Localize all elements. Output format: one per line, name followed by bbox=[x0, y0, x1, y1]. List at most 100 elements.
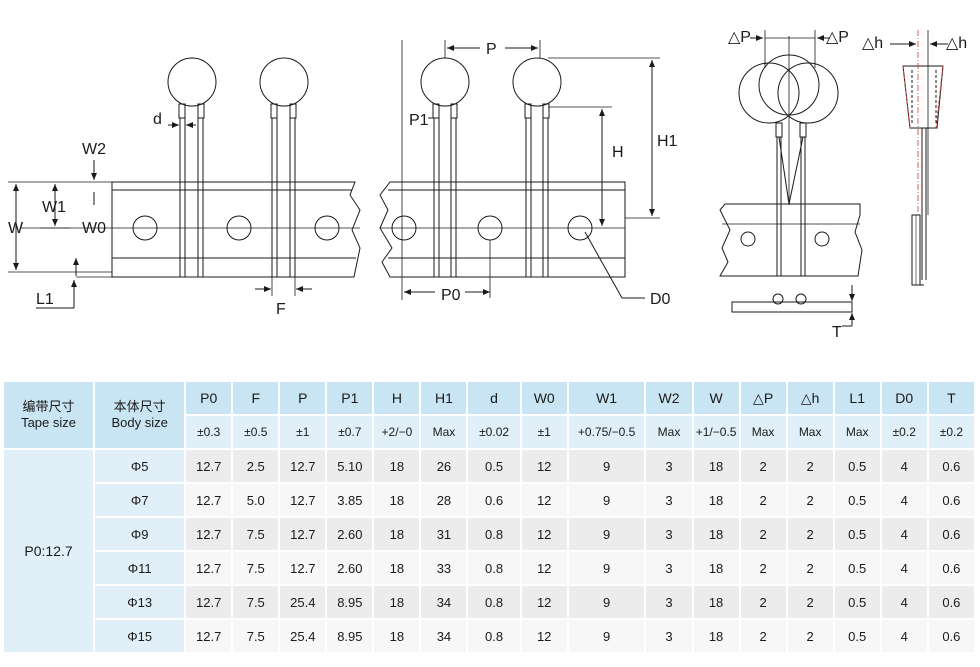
value-cell: 12 bbox=[521, 450, 567, 482]
value-cell: 5.10 bbox=[327, 450, 373, 482]
tape-dimension-diagram: d W2 W1 W W0 L1 F P P1 H H1 P0 D0 △P △P … bbox=[8, 29, 967, 341]
tape-spec-table: 编带尺寸 Tape size 本体尺寸 Body size P0 F P P1 … bbox=[2, 380, 976, 654]
value-cell: 0.8 bbox=[468, 518, 520, 550]
value-cell: 33 bbox=[421, 552, 467, 584]
value-cell: 0.6 bbox=[468, 484, 520, 516]
param-header: H1 bbox=[421, 382, 467, 414]
tolerance-cell: ±1 bbox=[521, 416, 567, 448]
param-header: △P bbox=[740, 382, 786, 414]
tolerance-cell: ±0.5 bbox=[233, 416, 279, 448]
param-header: W bbox=[693, 382, 739, 414]
body-size-cell: Φ7 bbox=[95, 484, 185, 516]
value-cell: 0.5 bbox=[834, 484, 880, 516]
value-cell: 2.60 bbox=[327, 518, 373, 550]
body-size-en: Body size bbox=[111, 415, 168, 430]
value-cell: 2 bbox=[787, 552, 833, 584]
value-cell: 2 bbox=[787, 518, 833, 550]
value-cell: 12 bbox=[521, 552, 567, 584]
value-cell: 12.7 bbox=[186, 586, 232, 618]
tolerance-cell: Max bbox=[740, 416, 786, 448]
label-deltaP-left: △P bbox=[728, 29, 751, 46]
body-size-cell: Φ9 bbox=[95, 518, 185, 550]
value-cell: 12.7 bbox=[186, 450, 232, 482]
value-cell: 0.6 bbox=[928, 484, 974, 516]
value-cell: 2 bbox=[787, 450, 833, 482]
label-H1: H1 bbox=[657, 133, 678, 150]
tape-size-en: Tape size bbox=[21, 415, 76, 430]
tolerance-cell: +0.75/−0.5 bbox=[568, 416, 645, 448]
value-cell: 12.7 bbox=[186, 552, 232, 584]
tolerance-cell: Max bbox=[646, 416, 692, 448]
value-cell: 0.6 bbox=[928, 450, 974, 482]
middle-tape-view bbox=[379, 40, 660, 300]
value-cell: 25.4 bbox=[280, 586, 326, 618]
value-cell: 31 bbox=[421, 518, 467, 550]
param-header: D0 bbox=[881, 382, 927, 414]
label-T: T bbox=[832, 324, 842, 341]
value-cell: 12.7 bbox=[280, 484, 326, 516]
value-cell: 0.6 bbox=[928, 620, 974, 652]
offset-view bbox=[719, 30, 863, 327]
value-cell: 34 bbox=[421, 620, 467, 652]
tolerance-cell: ±0.3 bbox=[186, 416, 232, 448]
label-W0: W0 bbox=[82, 220, 106, 237]
label-P: P bbox=[486, 41, 497, 58]
tolerance-cell: Max bbox=[787, 416, 833, 448]
tolerance-cell: ±0.02 bbox=[468, 416, 520, 448]
value-cell: 18 bbox=[693, 620, 739, 652]
value-cell: 2 bbox=[740, 552, 786, 584]
value-cell: 34 bbox=[421, 586, 467, 618]
value-cell: 18 bbox=[693, 484, 739, 516]
value-cell: 2 bbox=[787, 620, 833, 652]
value-cell: 3 bbox=[646, 586, 692, 618]
value-cell: 25.4 bbox=[280, 620, 326, 652]
value-cell: 0.5 bbox=[834, 552, 880, 584]
label-W2: W2 bbox=[82, 141, 106, 158]
value-cell: 18 bbox=[374, 552, 420, 584]
param-header: P bbox=[280, 382, 326, 414]
value-cell: 2 bbox=[740, 518, 786, 550]
body-size-cell: Φ15 bbox=[95, 620, 185, 652]
label-W1: W1 bbox=[42, 199, 66, 216]
value-cell: 18 bbox=[374, 484, 420, 516]
value-cell: 0.6 bbox=[928, 552, 974, 584]
value-cell: 12.7 bbox=[280, 518, 326, 550]
param-header: W0 bbox=[521, 382, 567, 414]
value-cell: 8.95 bbox=[327, 586, 373, 618]
value-cell: 0.5 bbox=[468, 450, 520, 482]
param-header: △h bbox=[787, 382, 833, 414]
value-cell: 0.6 bbox=[928, 586, 974, 618]
tape-size-cn: 编带尺寸 bbox=[22, 399, 75, 414]
value-cell: 4 bbox=[881, 620, 927, 652]
param-header: d bbox=[468, 382, 520, 414]
tolerance-cell: ±0.2 bbox=[881, 416, 927, 448]
value-cell: 4 bbox=[881, 586, 927, 618]
value-cell: 8.95 bbox=[327, 620, 373, 652]
value-cell: 3 bbox=[646, 518, 692, 550]
value-cell: 7.5 bbox=[233, 620, 279, 652]
value-cell: 9 bbox=[568, 586, 645, 618]
value-cell: 0.5 bbox=[834, 518, 880, 550]
value-cell: 12.7 bbox=[186, 620, 232, 652]
value-cell: 12 bbox=[521, 620, 567, 652]
body-size-cell: Φ13 bbox=[95, 586, 185, 618]
value-cell: 9 bbox=[568, 552, 645, 584]
label-d: d bbox=[153, 111, 162, 128]
value-cell: 12.7 bbox=[280, 552, 326, 584]
value-cell: 26 bbox=[421, 450, 467, 482]
value-cell: 2 bbox=[740, 484, 786, 516]
value-cell: 2 bbox=[740, 450, 786, 482]
param-header: W1 bbox=[568, 382, 645, 414]
label-deltah-right: △h bbox=[946, 35, 967, 52]
value-cell: 12 bbox=[521, 518, 567, 550]
param-header: T bbox=[928, 382, 974, 414]
tolerance-cell: ±0.7 bbox=[327, 416, 373, 448]
value-cell: 2 bbox=[787, 484, 833, 516]
value-cell: 12 bbox=[521, 586, 567, 618]
value-cell: 2.5 bbox=[233, 450, 279, 482]
body-size-cell: Φ11 bbox=[95, 552, 185, 584]
label-deltah-left: △h bbox=[862, 35, 883, 52]
body-size-header: 本体尺寸 Body size bbox=[95, 382, 185, 448]
